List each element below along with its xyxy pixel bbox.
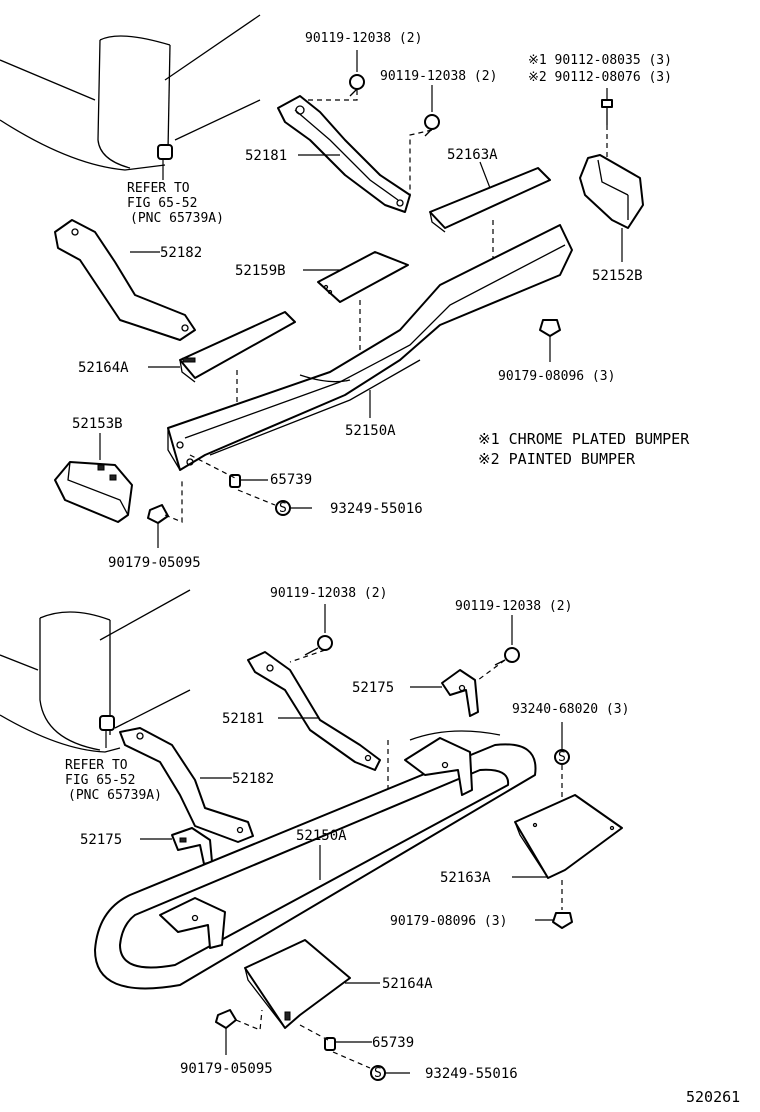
top-nut-right-icon	[539, 319, 561, 362]
bottom-bolt-b-icon	[494, 615, 520, 666]
bottom-screw-right-icon: S	[554, 722, 570, 765]
bottom-bracket-52175-upper-label: 52175	[352, 680, 394, 696]
note-chrome-plated: ※1 CHROME PLATED BUMPER	[478, 430, 690, 448]
top-screw-clip-icon: S	[275, 500, 312, 516]
top-center-pad-52159B	[317, 251, 409, 303]
bottom-bracket-52175-upper	[441, 669, 479, 717]
bottom-bracket-52175-lower	[171, 827, 213, 865]
bottom-screw-right-label: 93240-68020 (3)	[512, 702, 629, 717]
svg-text:S: S	[279, 501, 287, 516]
top-screw-2-label: ※2 90112-08076 (3)	[528, 70, 672, 85]
bottom-bracket-52181-label: 52181	[222, 711, 264, 727]
top-nut-right-label: 90179-08096 (3)	[498, 369, 615, 384]
diagram-id: 520261	[686, 1088, 740, 1106]
bottom-assembly: REFER TO FIG 65-52 (PNC 65739A) 90119-12…	[0, 586, 629, 1082]
top-center-pad-52159B-label: 52159B	[235, 263, 286, 279]
bottom-bumper-52150A-label: 52150A	[296, 828, 347, 844]
top-step-pad-52164A-label: 52164A	[78, 360, 129, 376]
top-end-cap-52152B	[579, 154, 644, 229]
top-screw-clip-label: 93249-55016	[330, 501, 423, 517]
bottom-vehicle-mount-icon	[99, 715, 115, 731]
bottom-step-pad-52163A-label: 52163A	[440, 870, 491, 886]
top-refer-line2: FIG 65-52	[127, 196, 197, 211]
bottom-refer-line1: REFER TO	[65, 758, 128, 773]
bottom-nut-left-icon	[215, 1009, 237, 1055]
top-nut-left-label: 90179-05095	[108, 555, 201, 571]
top-bracket-52181-label: 52181	[245, 148, 287, 164]
bottom-bolt-a-label: 90119-12038 (2)	[270, 586, 387, 601]
top-bumper-52150A	[167, 224, 573, 471]
bottom-step-pad-52164A-label: 52164A	[382, 976, 433, 992]
note-painted: ※2 PAINTED BUMPER	[478, 450, 636, 468]
top-nut-left-icon	[147, 504, 169, 548]
top-vehicle-mount-icon	[157, 144, 173, 160]
svg-text:S: S	[558, 750, 566, 765]
bottom-nut-right-label: 90179-08096 (3)	[390, 914, 507, 929]
bottom-clip-icon	[324, 1037, 372, 1051]
svg-text:S: S	[374, 1066, 382, 1081]
top-end-cap-52153B-label: 52153B	[72, 416, 123, 432]
top-end-cap-52152B-label: 52152B	[592, 268, 643, 284]
bottom-bumper-52150A	[94, 730, 537, 990]
top-step-pad-52163A	[429, 167, 551, 233]
top-step-pad-52163A-label: 52163A	[447, 147, 498, 163]
bottom-clip-label: 65739	[372, 1035, 414, 1051]
bottom-nut-left-label: 90179-05095	[180, 1061, 273, 1077]
top-bumper-52150A-label: 52150A	[345, 423, 396, 439]
top-bolt-a-icon	[349, 50, 365, 97]
bottom-nut-right-icon	[535, 912, 573, 929]
top-refer-line3: (PNC 65739A)	[130, 211, 224, 226]
top-refer-line1: REFER TO	[127, 181, 190, 196]
bottom-bracket-52182	[119, 727, 254, 843]
top-screw-1-label: ※1 90112-08035 (3)	[528, 53, 672, 68]
top-bolt-b-icon	[424, 85, 440, 137]
top-end-cap-52153B	[54, 461, 133, 523]
top-clip-label: 65739	[270, 472, 312, 488]
bottom-vehicle-body	[0, 589, 191, 753]
top-bracket-52182	[54, 219, 196, 341]
bottom-refer-line2: FIG 65-52	[65, 773, 135, 788]
top-vehicle-body	[0, 14, 261, 180]
bottom-bracket-52175-lower-label: 52175	[80, 832, 122, 848]
bottom-screw-clip-icon: S	[370, 1065, 410, 1081]
top-bracket-52181	[277, 95, 411, 213]
bottom-bolt-b-label: 90119-12038 (2)	[455, 599, 572, 614]
bottom-step-pad-52164A	[244, 939, 351, 1029]
bottom-step-pad-52163A	[514, 794, 623, 879]
top-screw-icon	[601, 88, 613, 125]
top-bolt-b-label: 90119-12038 (2)	[380, 69, 497, 84]
top-bracket-52182-label: 52182	[160, 245, 202, 261]
top-bolt-a-label: 90119-12038 (2)	[305, 31, 422, 46]
bottom-bracket-52181	[247, 651, 381, 771]
bottom-refer-line3: (PNC 65739A)	[68, 788, 162, 803]
top-assembly: REFER TO FIG 65-52 (PNC 65739A) 90119-12…	[0, 14, 690, 571]
bottom-bolt-a-icon	[304, 604, 333, 656]
top-clip-icon	[229, 474, 268, 488]
bottom-bracket-52182-label: 52182	[232, 771, 274, 787]
top-step-pad-52164A	[179, 311, 296, 383]
bottom-screw-clip-label: 93249-55016	[425, 1066, 518, 1082]
